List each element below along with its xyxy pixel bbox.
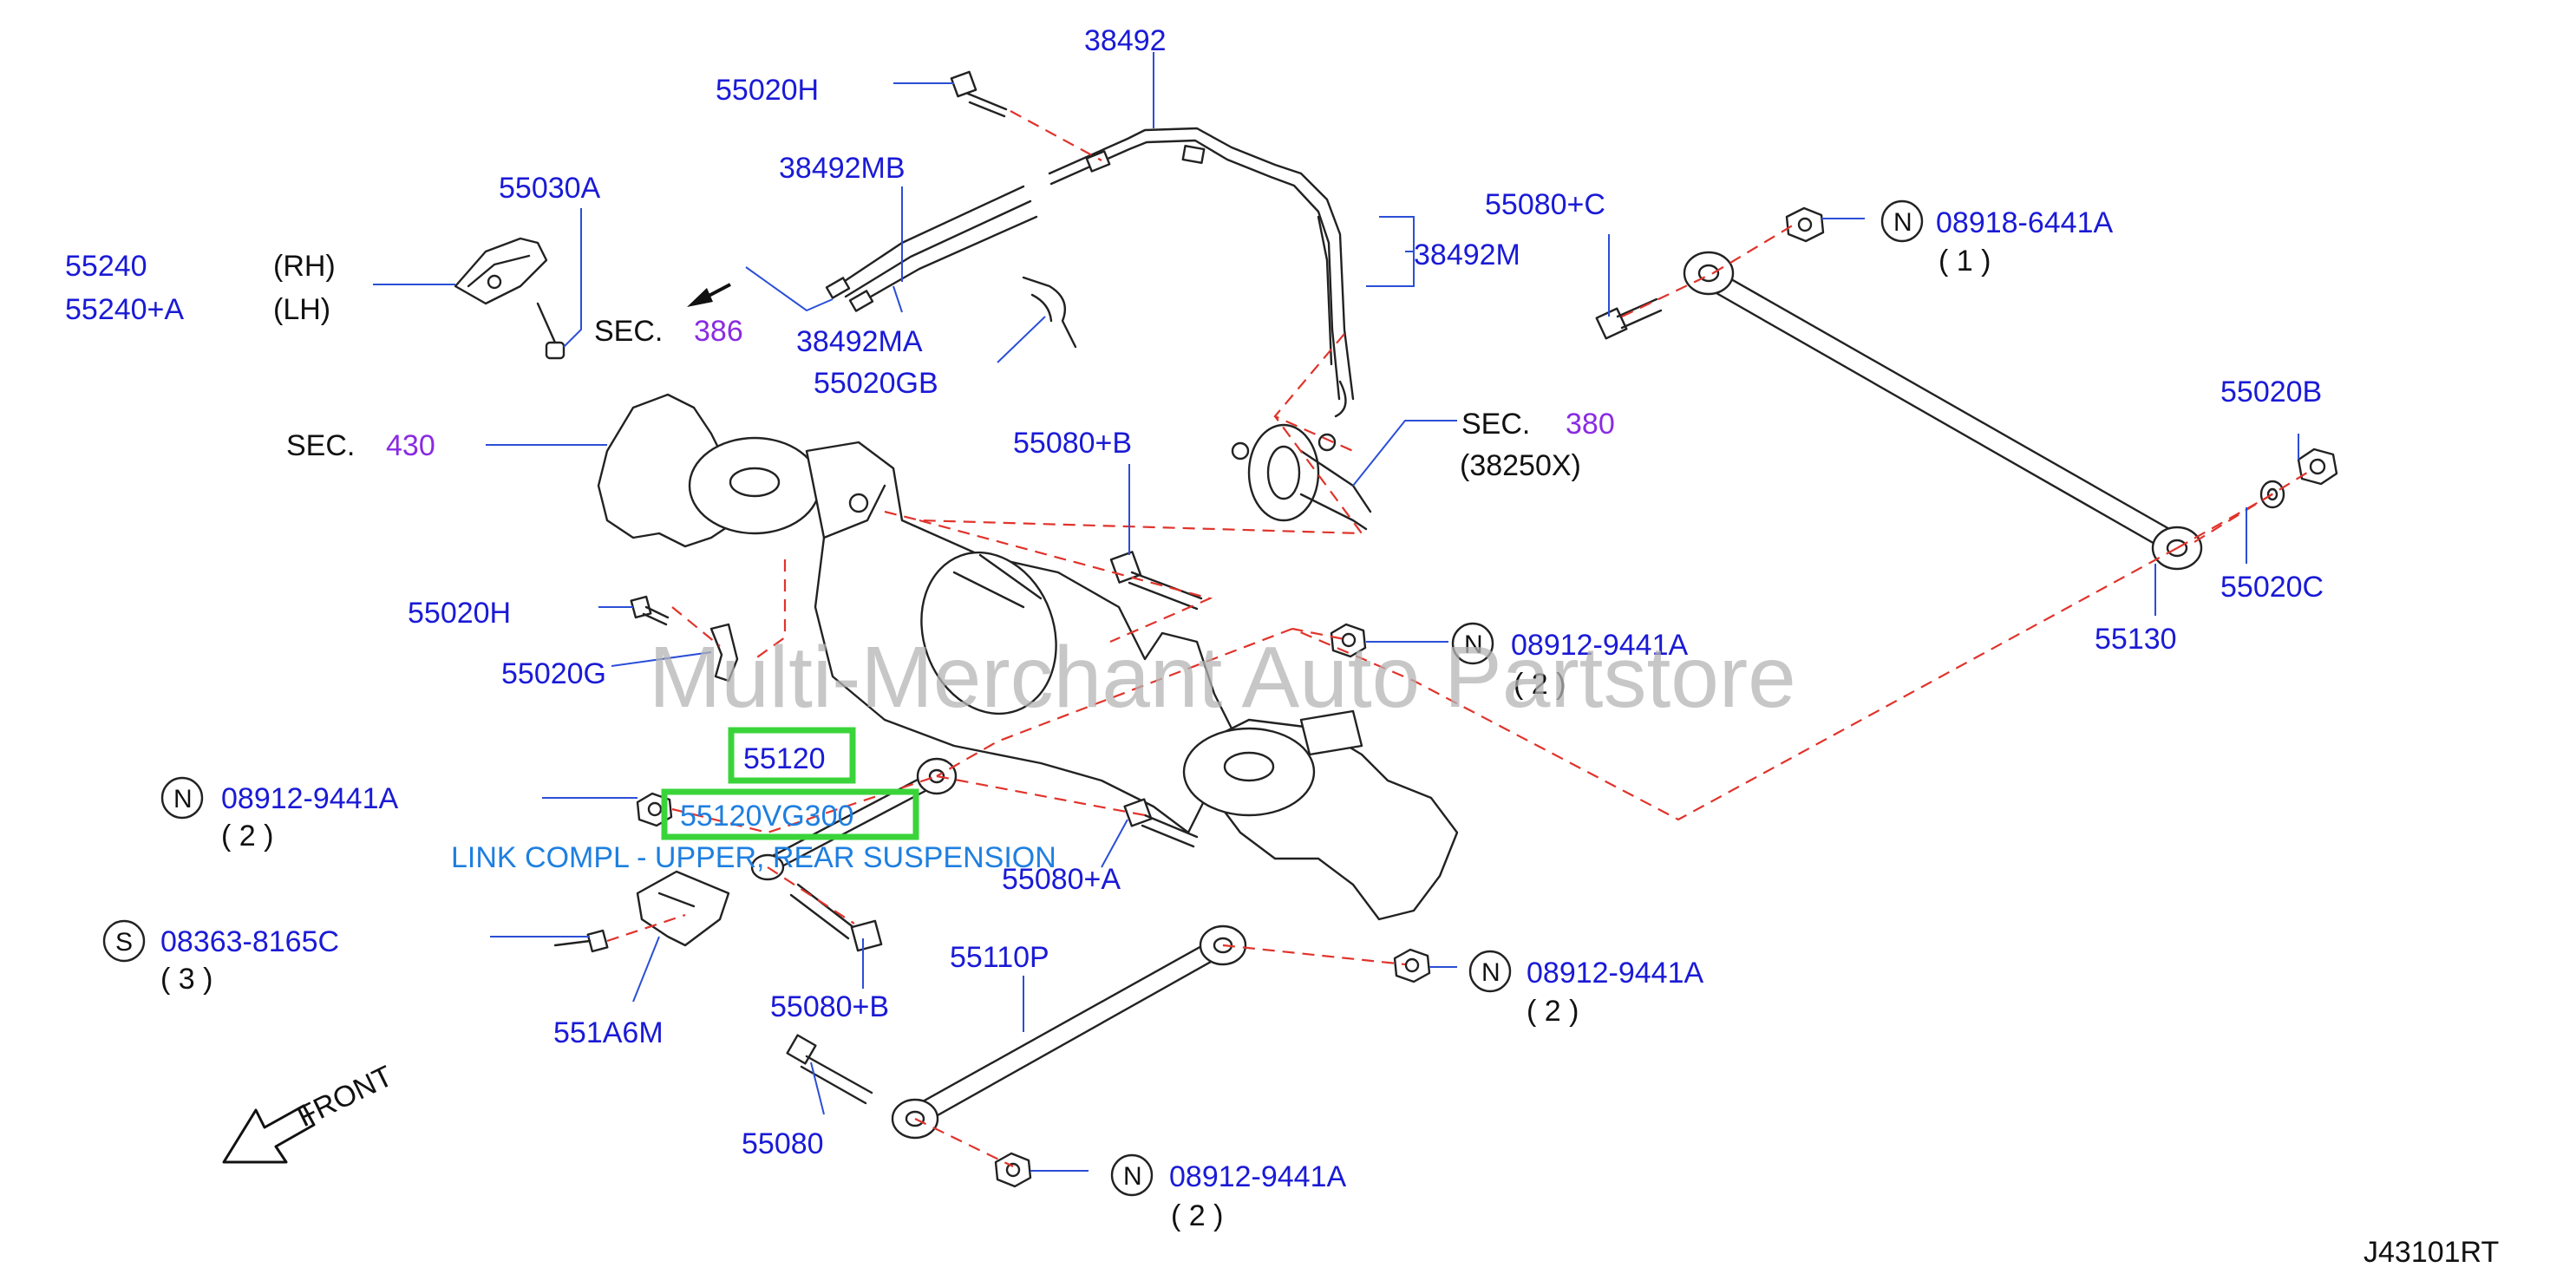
s-badge-08363-text: S	[115, 928, 133, 957]
label-55020h-mid[interactable]: 55020H	[408, 597, 511, 630]
n-badge-08918-text: N	[1893, 208, 1912, 237]
label-sec-430-prefix: SEC.	[286, 429, 355, 462]
differential-carrier[interactable]	[597, 393, 821, 548]
label-qty-3: ( 3 )	[160, 963, 212, 996]
bracket-551a6m[interactable]	[636, 870, 730, 947]
label-55240[interactable]: 55240	[65, 250, 147, 283]
companion-flange[interactable]	[1231, 423, 1372, 531]
highlighted-part[interactable]: 55120 55120VG300 LINK COMPL - UPPER, REA…	[451, 727, 1056, 874]
bolt-55020h-top[interactable]	[950, 70, 1008, 118]
label-qty-2-a: ( 2 )	[1514, 668, 1566, 701]
label-lh: (LH)	[273, 293, 330, 326]
label-08912-b[interactable]: 08912-9441A	[221, 782, 399, 815]
label-38492[interactable]: 38492	[1084, 24, 1167, 57]
n-badge-08912-d	[1110, 1153, 1154, 1197]
sec-386-arrow	[687, 283, 731, 307]
lower-link-55110p[interactable]	[891, 924, 1247, 1140]
assembly-dashed-lines	[606, 110, 2308, 1167]
label-qty-2-c: ( 2 )	[1527, 995, 1579, 1028]
label-55020h-top[interactable]: 55020H	[716, 74, 819, 107]
front-arrow	[222, 1104, 316, 1164]
highlight-box-part-number[interactable]	[661, 788, 919, 840]
label-38492ma[interactable]: 38492MA	[796, 325, 923, 358]
part-labels: 38492 55020H 38492MB 55030A 55240 (RH) 5…	[65, 24, 2499, 1269]
highlight-part-label[interactable]: 55120	[743, 742, 826, 775]
s-badge-08363	[102, 919, 146, 963]
brake-lines-mb-ma[interactable]	[825, 185, 1038, 312]
n-badge-08912-b	[160, 776, 204, 820]
bracket-55240[interactable]	[454, 237, 548, 305]
label-55030a[interactable]: 55030A	[499, 172, 601, 205]
label-rh: (RH)	[273, 250, 336, 283]
label-55080[interactable]: 55080	[742, 1127, 824, 1160]
label-55020gb[interactable]: 55020GB	[814, 367, 938, 400]
bolt-08363[interactable]	[553, 929, 609, 953]
n-badge-08912-a-text: N	[1464, 630, 1483, 659]
bolt-55080b-top[interactable]	[1109, 551, 1203, 611]
label-sec-386-prefix: SEC.	[594, 315, 663, 348]
clip-55020gb[interactable]	[1022, 276, 1077, 349]
n-badge-08912-c	[1468, 950, 1512, 993]
highlight-part-number[interactable]: 55120VG300	[680, 800, 853, 833]
label-38250x: (38250X)	[1460, 449, 1581, 482]
bolt-55020h-mid[interactable]	[630, 595, 670, 626]
brake-hose-assembly[interactable]	[1048, 127, 1355, 418]
highlight-description: LINK COMPL - UPPER, REAR SUSPENSION	[451, 841, 1056, 874]
watermark: Multi-Merchant Auto Partstore	[649, 629, 1796, 726]
label-55020b[interactable]: 55020B	[2220, 376, 2322, 408]
label-55080b-bottom[interactable]: 55080+B	[770, 990, 889, 1023]
lateral-link-55130[interactable]	[1683, 251, 2203, 571]
highlight-box-part[interactable]	[728, 727, 856, 784]
label-55080b-top[interactable]: 55080+B	[1013, 427, 1132, 460]
bolt-55080a[interactable]	[1123, 798, 1199, 848]
n-badge-08912-b-text: N	[173, 785, 193, 813]
nut-55020b[interactable]	[2297, 448, 2338, 486]
n-badge-08918	[1880, 199, 1924, 243]
label-55080c[interactable]: 55080+C	[1485, 188, 1605, 221]
label-08363[interactable]: 08363-8165C	[160, 925, 339, 958]
label-38492mb[interactable]: 38492MB	[779, 152, 906, 185]
clip-55020g[interactable]	[709, 623, 739, 683]
label-551a6m[interactable]: 551A6M	[553, 1016, 664, 1049]
label-sec-386-number[interactable]: 386	[694, 315, 743, 348]
n-badge-08912-a	[1451, 622, 1494, 665]
label-08912-d[interactable]: 08912-9441A	[1169, 1160, 1347, 1193]
label-55020g[interactable]: 55020G	[501, 657, 606, 690]
bolt-55080c[interactable]	[1595, 297, 1663, 340]
label-sec-430-number[interactable]: 430	[386, 429, 435, 462]
label-qty-1: ( 1 )	[1939, 245, 1991, 278]
bolt-55080[interactable]	[786, 1034, 873, 1105]
label-55080a[interactable]: 55080+A	[1002, 863, 1121, 896]
front-label: FRONT	[292, 1060, 398, 1133]
label-qty-2-d: ( 2 )	[1171, 1199, 1223, 1232]
nut-08918[interactable]	[1785, 206, 1825, 243]
leader-lines	[373, 52, 2299, 1172]
nut-08912-right[interactable]	[1393, 948, 1431, 983]
diagram-id: J43101RT	[2364, 1236, 2499, 1269]
screw-55030a[interactable]	[536, 302, 566, 360]
label-08918[interactable]: 08918-6441A	[1936, 206, 2114, 239]
parts-artwork	[222, 70, 2338, 1188]
label-38492m[interactable]: 38492M	[1414, 238, 1520, 271]
n-badge-08912-c-text: N	[1481, 958, 1500, 987]
label-08912-c[interactable]: 08912-9441A	[1527, 957, 1704, 990]
label-55240a[interactable]: 55240+A	[65, 293, 184, 326]
bolt-55080b-bottom[interactable]	[789, 883, 883, 952]
label-55130[interactable]: 55130	[2095, 623, 2177, 656]
label-55110p[interactable]: 55110P	[950, 941, 1049, 974]
rear-axle-hub[interactable]	[1182, 709, 1459, 921]
label-sec-380-number[interactable]: 380	[1566, 408, 1615, 441]
label-55020c[interactable]: 55020C	[2220, 571, 2324, 604]
label-qty-2-b: ( 2 )	[221, 820, 273, 853]
label-sec-380-prefix: SEC.	[1461, 408, 1530, 441]
nut-08912-lower[interactable]	[994, 1152, 1032, 1188]
n-badge-08912-d-text: N	[1123, 1162, 1142, 1191]
label-08912-a[interactable]: 08912-9441A	[1511, 629, 1689, 662]
